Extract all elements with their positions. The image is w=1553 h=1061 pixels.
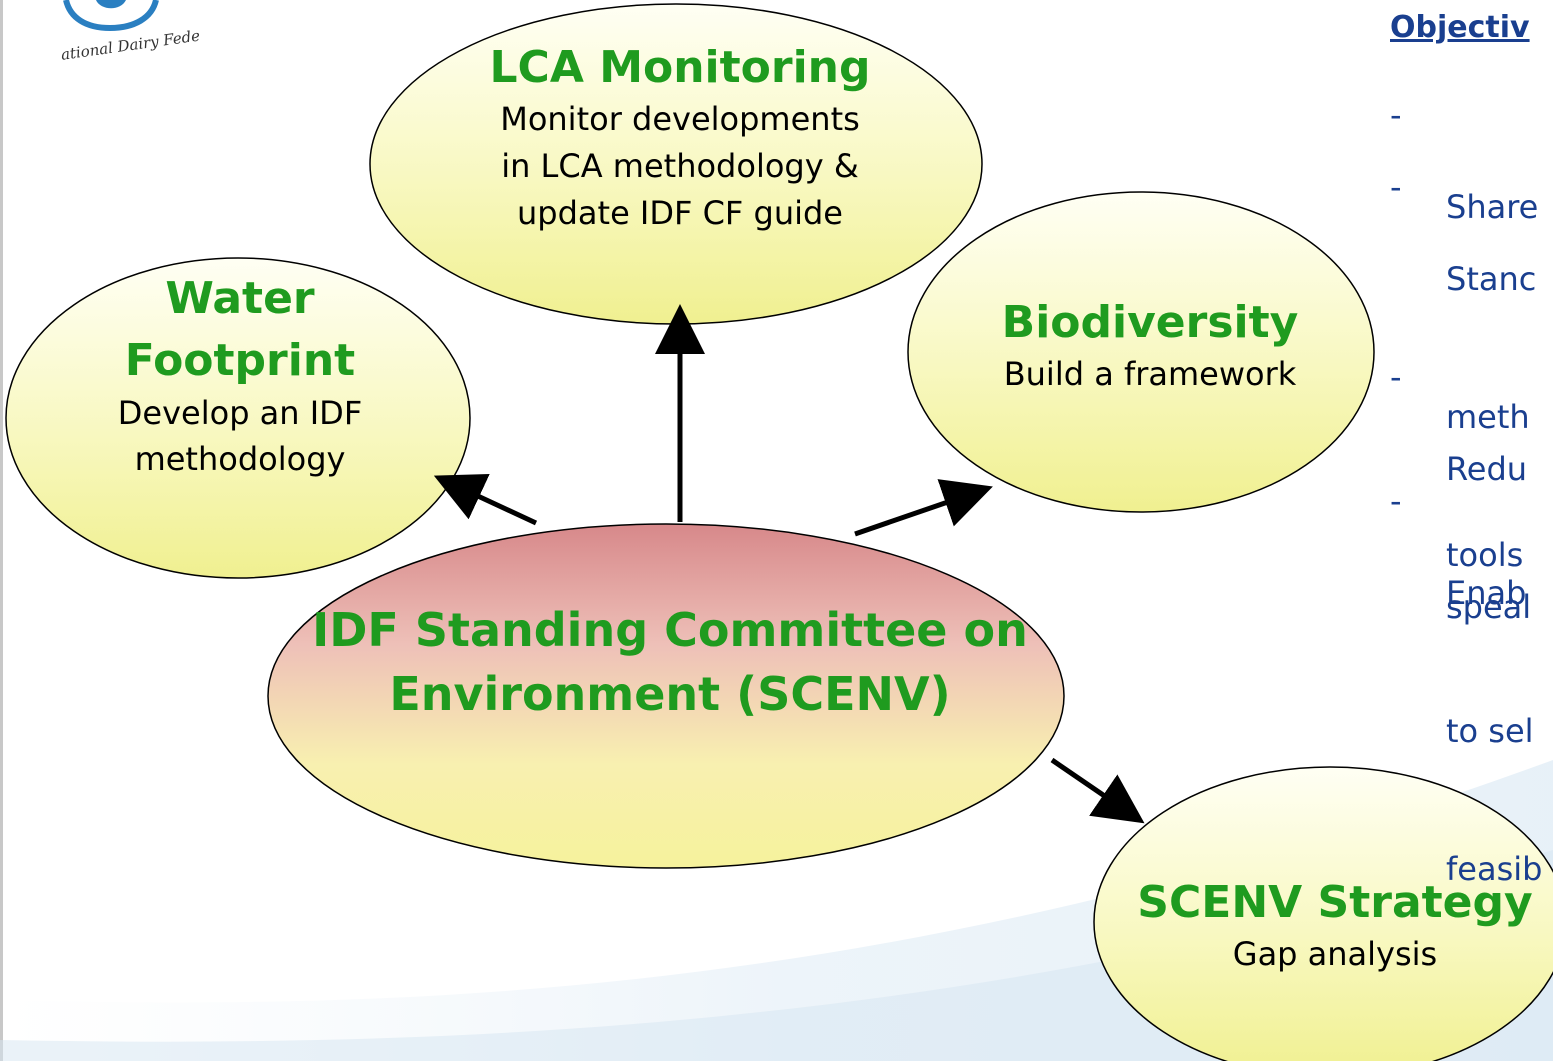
objective-line: Stanc — [1446, 260, 1537, 298]
center-committee-title-line: IDF Standing Committee on — [312, 603, 1028, 657]
scenv-strategy-title: SCENV Strategy — [1137, 877, 1533, 928]
center-committee-ellipse — [267, 523, 1065, 869]
arrow-to-strategy — [1050, 757, 1145, 824]
objective-line: meth — [1446, 398, 1530, 436]
biodiversity-ellipse — [907, 191, 1375, 513]
objective-line: speal — [1446, 588, 1532, 626]
arrow-to-water — [433, 473, 538, 526]
lca-monitoring-node: LCA Monitoring Monitor developments in L… — [430, 42, 930, 235]
objectives-heading: Objectiv — [1390, 10, 1530, 45]
objective-line: Enab — [1446, 574, 1527, 612]
objective-line: tools — [1446, 536, 1524, 574]
scenv-strategy-ellipse — [1093, 766, 1553, 1061]
logo-emblem: ational Dairy Fede — [60, 0, 201, 60]
lca-monitoring-desc-line: Monitor developments — [500, 100, 860, 138]
objective-bullet: - — [1390, 168, 1402, 206]
objective-bullet: - — [1390, 482, 1402, 520]
biodiversity-node: Biodiversity Build a framework — [950, 294, 1350, 396]
lca-monitoring-title: LCA Monitoring — [489, 42, 871, 93]
lca-monitoring-desc-line: in LCA methodology & — [501, 147, 859, 185]
objective-line: Share — [1446, 188, 1539, 226]
biodiversity-desc: Build a framework — [1003, 355, 1297, 393]
water-footprint-title-line: Footprint — [124, 335, 356, 386]
arrow-to-biodiversity — [854, 479, 993, 537]
water-footprint-ellipse — [5, 257, 471, 579]
water-footprint-desc-line: Develop an IDF — [117, 394, 363, 432]
biodiversity-title: Biodiversity — [1001, 297, 1299, 348]
objective-bullet: - — [1390, 96, 1402, 134]
water-footprint-desc-line: methodology — [134, 440, 346, 478]
objective-line: to sel — [1446, 712, 1534, 750]
scenv-strategy-desc: Gap analysis — [1232, 935, 1438, 973]
scenv-strategy-node: SCENV Strategy Gap analysis — [1110, 874, 1553, 976]
objectives-panel: Objectiv - Share - Stanc meth tools - Re… — [1390, 0, 1553, 1061]
objective-bullet: - — [1390, 358, 1402, 396]
idf-logo: ational Dairy Fede — [0, 0, 270, 60]
center-committee-title-line: Environment (SCENV) — [389, 667, 951, 721]
objective-line: feasib — [1446, 850, 1543, 888]
left-border — [0, 0, 3, 1061]
objective-line: Redu — [1446, 450, 1528, 488]
water-footprint-title-line: Water — [165, 273, 315, 324]
water-footprint-node: Water Footprint Develop an IDF methodolo… — [60, 266, 420, 482]
center-committee-node: IDF Standing Committee on Environment (S… — [300, 598, 1040, 726]
lca-monitoring-desc-line: update IDF CF guide — [517, 194, 843, 232]
